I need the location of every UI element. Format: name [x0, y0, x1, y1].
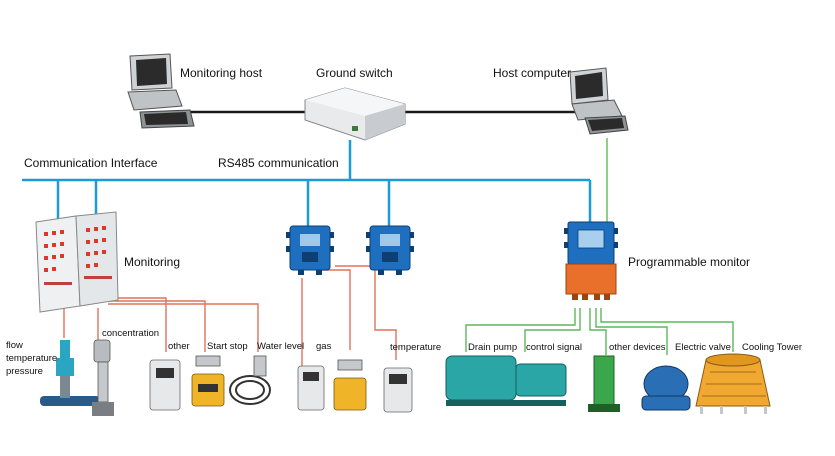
water-level-label: Water level	[257, 341, 305, 352]
pressure-label: pressure	[6, 366, 43, 377]
temperature-left-label: temperature	[6, 353, 58, 364]
drain-pump-label: Drain pump	[468, 342, 518, 353]
concentration-label: concentration	[102, 328, 160, 339]
temperature-sensor-icon	[383, 367, 413, 413]
monitoring-host-label: Monitoring host	[180, 66, 263, 80]
electric-valve-icon	[641, 365, 691, 411]
start-stop-device-icon	[191, 355, 225, 407]
cooling-tower-icon	[695, 353, 771, 414]
gas-label: gas	[316, 341, 332, 352]
water-level-probe-icon	[229, 355, 271, 405]
other-devices-icon	[588, 355, 620, 412]
other-devices-label: other devices	[609, 342, 666, 353]
monitoring-cabinet-icon	[35, 211, 119, 313]
field-wires	[465, 308, 734, 355]
rs485-label: RS485 communication	[218, 156, 339, 170]
other-label: other	[168, 341, 190, 352]
drain-pump-icon	[445, 355, 567, 406]
monitoring-host-computer-icon	[127, 53, 195, 129]
host-computer-label: Host computer	[493, 66, 572, 80]
concentration-sensor-icon	[92, 339, 114, 416]
electric-valve-label: Electric valve	[675, 342, 731, 353]
communication-interface-label: Communication Interface	[24, 156, 158, 170]
temperature-mid-label: temperature	[390, 342, 442, 353]
field-monitor-2-icon	[366, 225, 414, 275]
flow-label: flow	[6, 340, 23, 351]
control-signal-label: control signal	[526, 342, 582, 353]
ground-switch-icon	[304, 87, 406, 141]
sensor-wires-left	[63, 297, 259, 352]
programmable-monitor-label: Programmable monitor	[628, 255, 751, 269]
gas-sensor-icon	[297, 359, 367, 411]
monitoring-label: Monitoring	[124, 255, 181, 269]
start-stop-label: Start stop	[207, 341, 248, 352]
cooling-tower-label: Cooling Tower	[742, 342, 803, 353]
other-sensor-icon	[149, 359, 181, 411]
programmable-monitor-icon	[564, 221, 618, 300]
ground-switch-label: Ground switch	[316, 66, 393, 80]
flow-meter-valve-icon	[40, 340, 100, 406]
host-computer-icon	[569, 67, 629, 135]
field-monitor-1-icon	[286, 225, 334, 275]
